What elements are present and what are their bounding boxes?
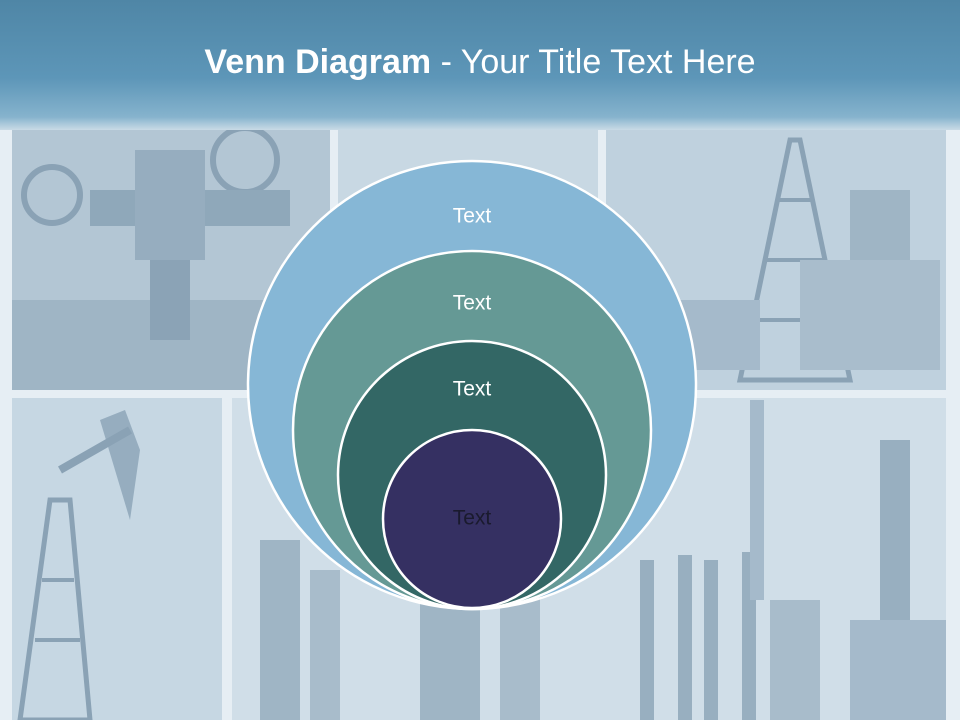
title-bar: Venn Diagram - Your Title Text Here: [0, 0, 960, 130]
title-bold-part: Venn Diagram: [204, 43, 432, 81]
outer-circle-label: Text: [453, 205, 492, 228]
slide-title: Venn Diagram - Your Title Text Here: [0, 38, 960, 86]
second-circle-label: Text: [453, 292, 492, 315]
title-regular-part: - Your Title Text Here: [431, 43, 756, 81]
inner-circle-label: Text: [453, 507, 492, 530]
inner-circle: [381, 428, 563, 610]
pump-jack-photo-panel: [12, 398, 222, 720]
valve-photo-panel: [12, 125, 330, 390]
third-circle-label: Text: [453, 378, 492, 401]
